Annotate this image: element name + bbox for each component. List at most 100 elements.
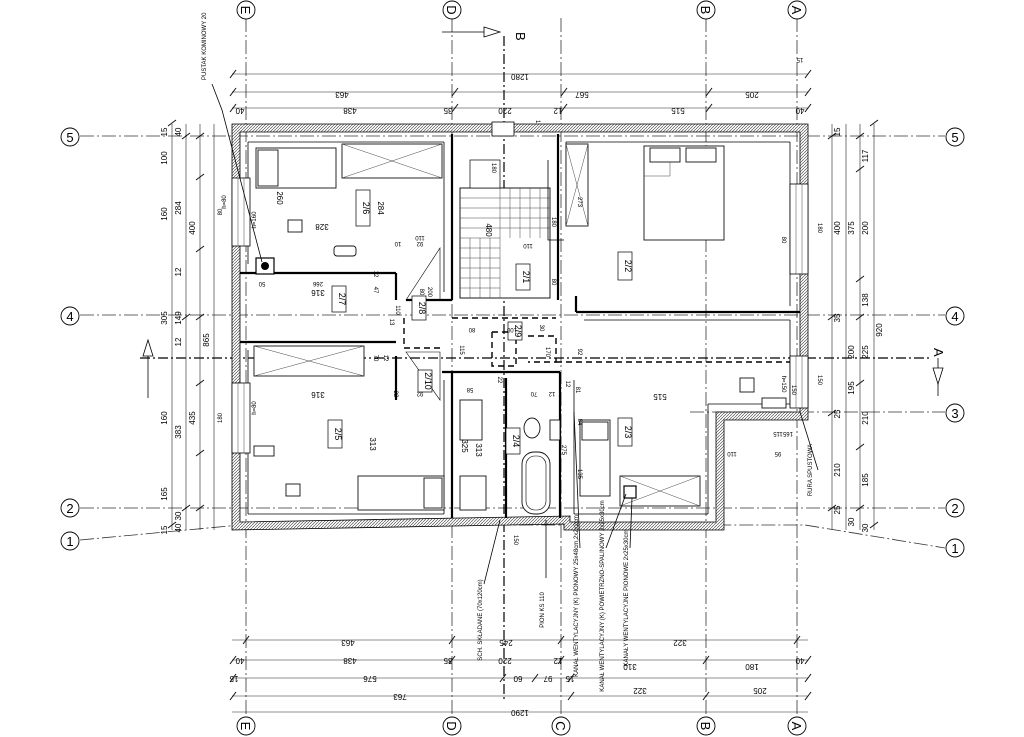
window-label-4: 150 bbox=[816, 375, 822, 386]
window-label-5: h=150 bbox=[780, 376, 786, 394]
room-width-23: 515 bbox=[653, 392, 667, 401]
dim-left-col1-6: 165 bbox=[160, 487, 169, 501]
inner-dim-3: 50 bbox=[258, 280, 265, 286]
dim-right-col1-2: 138 bbox=[861, 293, 870, 307]
room-area-24: 313 bbox=[474, 443, 483, 457]
note-vent2: KANAŁ WENTYLACYJNY (K) POWIETRZNO-SPALIN… bbox=[600, 500, 606, 691]
axis-bubble-2-left: 2 bbox=[66, 501, 73, 516]
inner-dim-32: 110 bbox=[727, 450, 737, 456]
inner-dim-14: 115 bbox=[458, 345, 464, 355]
bathtub-inner bbox=[525, 455, 547, 511]
wardrobes bbox=[253, 143, 701, 507]
inner-dim-33: 95 bbox=[774, 450, 781, 456]
inner-dim-38: 80 bbox=[550, 279, 556, 286]
dim-left-col3-5: 40 bbox=[174, 523, 183, 532]
dim-left-col1-2: 160 bbox=[160, 207, 169, 221]
room-labels: 2/6 284 328 260 2/7 316 2/5 313 316 2/1 … bbox=[275, 189, 667, 457]
dimension-strings-top: 1280 463 567 205 515 40 438 35 220 12 40… bbox=[229, 56, 812, 130]
dim-left-col1-3: 149 bbox=[174, 311, 183, 325]
axis-bubble-D-bottom: D bbox=[444, 721, 459, 730]
inner-dim-10: 13 bbox=[388, 319, 394, 326]
section-label-A: A bbox=[931, 348, 946, 357]
sink-bath bbox=[549, 419, 561, 441]
section-arrow-A-right-head bbox=[932, 367, 944, 386]
dim-bottom-row2-6: 180 bbox=[745, 662, 759, 671]
inner-dim-29: 273 bbox=[576, 197, 582, 208]
dimension-strings-bottom: 463 245 322 40 438 35 220 12 310 180 40 … bbox=[229, 635, 812, 717]
axis-bubble-5-right: 5 bbox=[951, 130, 958, 145]
axis-bubble-1-left: 1 bbox=[66, 534, 73, 549]
room-id-29: 2/9 bbox=[513, 325, 523, 338]
section-arrow-A-left-head bbox=[142, 338, 154, 357]
inner-dim-4: 266 bbox=[312, 280, 323, 286]
windows: 80 h=160 180 h=80 150 h=150 180 80 h=80 bbox=[218, 121, 822, 454]
bed-master-pillow-left bbox=[649, 147, 681, 163]
inner-dim-30: 110 bbox=[523, 242, 533, 248]
note-vent1: KANAŁ WENTYLACYJNY (K) PIONOWY 25x48cm,2… bbox=[574, 515, 580, 677]
dim-right-col2-2: 200 bbox=[847, 345, 856, 359]
dim-right-col1-5: 185 bbox=[861, 473, 870, 487]
desk-room25 bbox=[253, 445, 275, 457]
window-left-upper bbox=[231, 177, 251, 247]
dim-left-col3-1: 12 bbox=[174, 267, 183, 276]
inner-dim-2: 10 bbox=[394, 240, 401, 246]
column-bubbles-bottom: E D C B A bbox=[236, 716, 807, 736]
dimension-strings-left: 865 400 305 435 15 100 160 149 12 160 16… bbox=[160, 119, 215, 534]
leader-vent3 bbox=[629, 497, 633, 549]
dim-right-col1-1: 200 bbox=[861, 221, 870, 235]
dim-right-col3-0: 35 bbox=[833, 313, 842, 322]
dim-bottom-row1-2: 322 bbox=[673, 638, 687, 647]
section-label-B: B bbox=[513, 32, 528, 41]
chair-room26 bbox=[287, 219, 303, 233]
dim-top-row3-1: 438 bbox=[343, 106, 357, 115]
dim-bottom-row3-3: 97 bbox=[543, 674, 552, 683]
dim-left-col3-4: 40 bbox=[174, 127, 183, 136]
column-bubbles-top: E D B A bbox=[236, 0, 807, 20]
axis-bubble-B-bottom: B bbox=[698, 722, 713, 731]
stair-treads bbox=[460, 188, 550, 298]
dim-bottom-row2-7: 40 bbox=[795, 656, 804, 665]
hall-dashed-right bbox=[528, 335, 557, 363]
dim-right-col2-1: 375 bbox=[847, 221, 856, 235]
inner-dim-0: 110 bbox=[415, 234, 425, 240]
dim-bottom-row1-0: 463 bbox=[341, 638, 355, 647]
inner-dim-16: 92 bbox=[416, 390, 423, 396]
annotations: PUSTAK KOMINOWY 20 RURA SPUSTOWA SCH. SK… bbox=[202, 12, 819, 692]
dim-top-row3-4: 12 bbox=[553, 106, 562, 115]
washer bbox=[459, 475, 487, 511]
room-area-25: 313 bbox=[368, 437, 377, 451]
axis-bubble-D-top: D bbox=[444, 5, 459, 14]
furniture bbox=[253, 145, 787, 515]
dim-bottom-row3-0: 15 bbox=[229, 674, 238, 683]
window-label-0: 80 bbox=[218, 208, 224, 215]
window-top-stair bbox=[491, 121, 515, 137]
bed-room23-pillow bbox=[581, 421, 609, 441]
window-label-8: h=80 bbox=[222, 195, 228, 209]
inner-dim-9: 110 bbox=[394, 305, 400, 315]
window-right-upper bbox=[789, 183, 809, 275]
room-id-27: 2/7 bbox=[337, 293, 347, 306]
axis-bubble-5-left: 5 bbox=[66, 130, 73, 145]
room-area-21: 480 bbox=[484, 223, 493, 237]
bed-room26-pillow bbox=[257, 149, 279, 187]
note-hatch: SCH. SKŁADANE (70x120cm) bbox=[478, 579, 484, 660]
dim-bottom-row2-1: 438 bbox=[343, 656, 357, 665]
dim-top-row2-2: 205 bbox=[745, 90, 759, 99]
inner-dim-27: 84 bbox=[576, 419, 582, 426]
dim-left-col1-1: 100 bbox=[160, 151, 169, 165]
axis-bubble-4-right: 4 bbox=[951, 309, 958, 324]
note-rainwater: RURA SPUSTOWA bbox=[808, 444, 814, 496]
bed-master-pillow-right bbox=[685, 147, 717, 163]
leader-vent2 bbox=[605, 493, 627, 549]
room-area-27: 316 bbox=[311, 288, 325, 297]
axis-bubble-A-bottom: A bbox=[789, 722, 804, 731]
dim-right-col3-1: 25 bbox=[833, 409, 842, 418]
inner-dim-17: 70 bbox=[372, 355, 378, 362]
dim-top-row3-3: 220 bbox=[498, 106, 512, 115]
inner-dim-28: 135 bbox=[576, 469, 582, 480]
room-id-23: 2/3 bbox=[623, 426, 633, 439]
inner-dim-23: 81 bbox=[574, 387, 580, 394]
dim-top-row3-2: 35 bbox=[443, 106, 452, 115]
stair-outline bbox=[459, 187, 551, 299]
chair-room25 bbox=[285, 483, 301, 497]
